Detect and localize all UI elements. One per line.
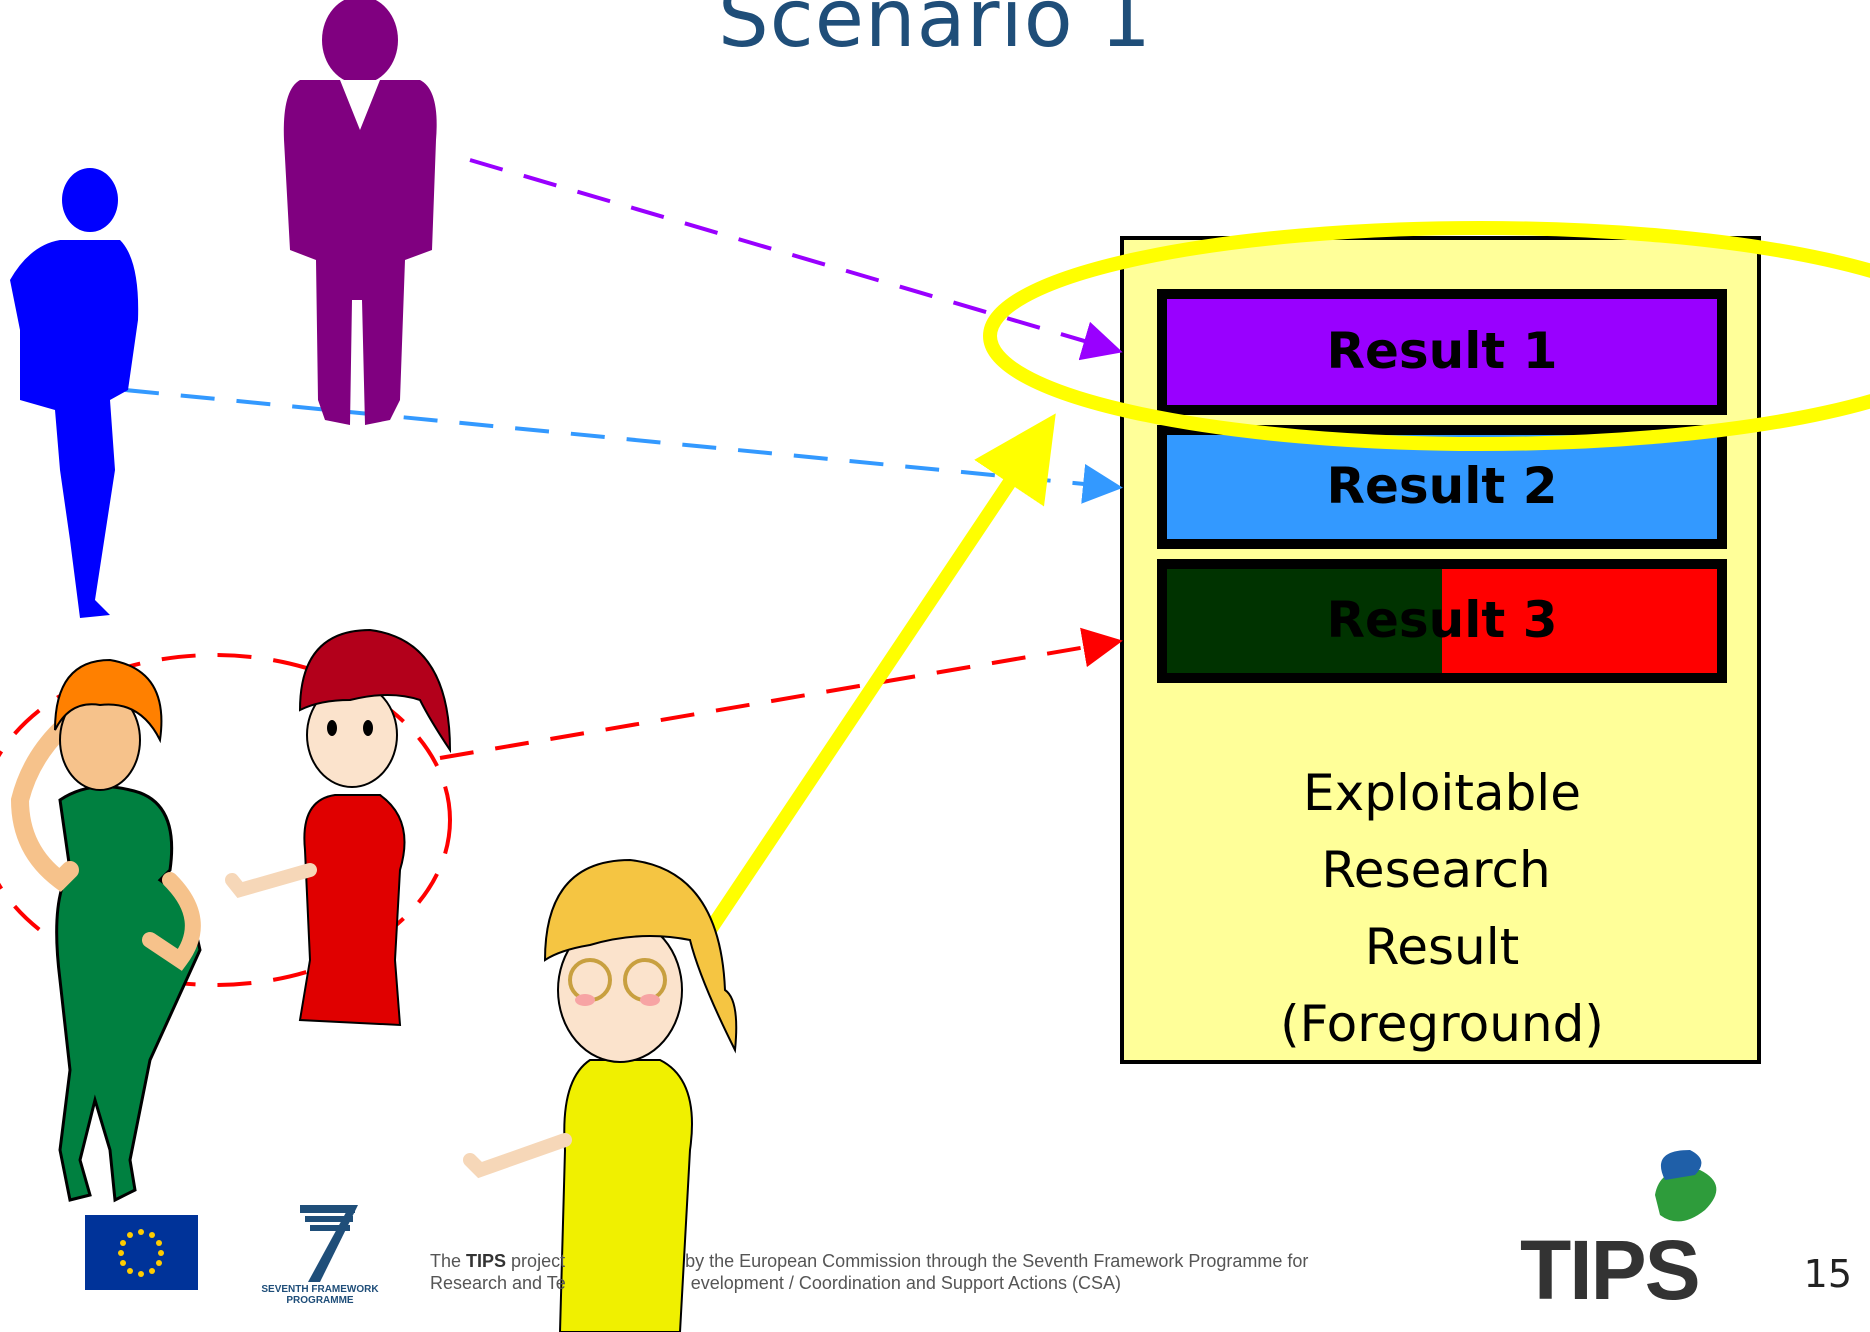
man-silhouette-icon: [283, 0, 437, 425]
purple-dashed-arrow: [469, 158, 1123, 361]
footer-text-line1-end: by the European Commission through the S…: [685, 1251, 1309, 1271]
woman-silhouette-icon: [10, 168, 139, 618]
page-number: 15: [1803, 1252, 1852, 1296]
yellow-arrow: [694, 413, 1056, 949]
description-line-2: Research: [1321, 841, 1550, 899]
footer-text: The TIPS project by the European Commissi…: [430, 1250, 1380, 1294]
footer-text-rest: project: [506, 1251, 566, 1271]
girl-yellow-dress-icon: [463, 858, 738, 1332]
footer-text-line2-start: Research and Te: [430, 1273, 566, 1293]
highlight-ellipse: [983, 221, 1870, 451]
result-3-bar: Result 3: [1157, 559, 1727, 683]
description-line-1: Exploitable: [1303, 764, 1581, 822]
description-line-4: (Foreground): [1280, 995, 1604, 1053]
red-group-ellipse: [0, 653, 452, 987]
fp7-logo-icon: [300, 1205, 358, 1282]
footer-text-pre: The: [430, 1251, 467, 1271]
result-2-label: Result 2: [1326, 457, 1557, 515]
slide-title: Scenario 1: [717, 0, 1153, 65]
woman-green-dress-icon: [10, 658, 202, 1203]
eu-flag-icon: [85, 1215, 198, 1290]
footer-text-line2-end: evelopment / Coordination and Support Ac…: [690, 1273, 1122, 1293]
description-line-3: Result: [1365, 918, 1520, 976]
girl-red-dress-icon: [225, 628, 452, 1027]
tips-logo-icon: [1655, 1150, 1717, 1222]
result-1-label: Result 1: [1326, 322, 1557, 380]
footer-text-bold: TIPS: [466, 1251, 507, 1271]
red-dashed-arrow: [439, 627, 1123, 760]
fp7-label: SEVENTH FRAMEWORK PROGRAMME: [255, 1284, 385, 1306]
fp7-label-line1: SEVENTH FRAMEWORK: [261, 1284, 379, 1295]
blue-dashed-arrow: [124, 388, 1123, 504]
result-1-bar: Result 1: [1157, 289, 1727, 415]
result-3-label: Result 3: [1326, 591, 1557, 649]
fp7-label-line2: PROGRAMME: [286, 1295, 354, 1306]
tips-logo-text: TIPS: [1520, 1223, 1701, 1317]
